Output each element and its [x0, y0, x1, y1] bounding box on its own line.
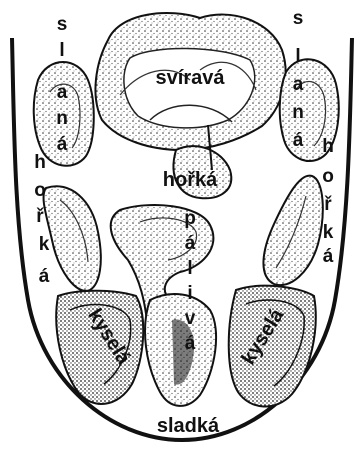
label-bitter-right-letter-2: o	[322, 166, 334, 187]
label-spicy-letter-5: v	[185, 308, 196, 329]
label-astringent: svíravá	[156, 67, 226, 89]
bitter-region-left	[44, 186, 101, 291]
label-bitter-right-letter-1: h	[322, 136, 334, 157]
label-spicy-letter-2: á	[185, 233, 196, 254]
label-salty-right-letter-5: á	[293, 130, 304, 151]
label-bitter-left-letter-1: h	[34, 152, 46, 173]
label-bitter-right-letter-4: k	[323, 222, 334, 243]
label-salty-left-letter-4: n	[56, 108, 68, 129]
label-salty-right-letter-2: l	[295, 46, 300, 67]
label-salty-right-letter-1: s	[293, 8, 304, 29]
label-salty-left-letter-1: s	[57, 14, 68, 35]
label-salty-left-letter-2: l	[59, 40, 64, 61]
label-bitter-center: hořká	[163, 169, 218, 191]
label-bitter-right-letter-3: ř	[324, 194, 332, 215]
bitter-region-right	[263, 176, 322, 286]
label-salty-right-letter-3: a	[293, 74, 304, 95]
sweet-region	[145, 294, 216, 406]
label-bitter-left-letter-4: k	[39, 234, 50, 255]
label-salty-right-letter-4: n	[292, 102, 304, 123]
label-spicy-letter-6: á	[185, 333, 196, 354]
label-bitter-left-letter-5: á	[39, 266, 50, 287]
label-salty-left-letter-3: a	[57, 82, 68, 103]
label-bitter-left-letter-3: ř	[36, 206, 44, 227]
label-sweet: sladká	[157, 415, 220, 437]
label-spicy-letter-1: p	[184, 208, 196, 229]
sour-region-right	[229, 286, 316, 407]
label-bitter-right-letter-5: á	[323, 246, 334, 267]
label-bitter-left-letter-2: o	[34, 180, 46, 201]
label-spicy-letter-4: i	[187, 283, 192, 304]
label-spicy-letter-3: l	[187, 258, 192, 279]
label-salty-left-letter-5: á	[57, 134, 68, 155]
